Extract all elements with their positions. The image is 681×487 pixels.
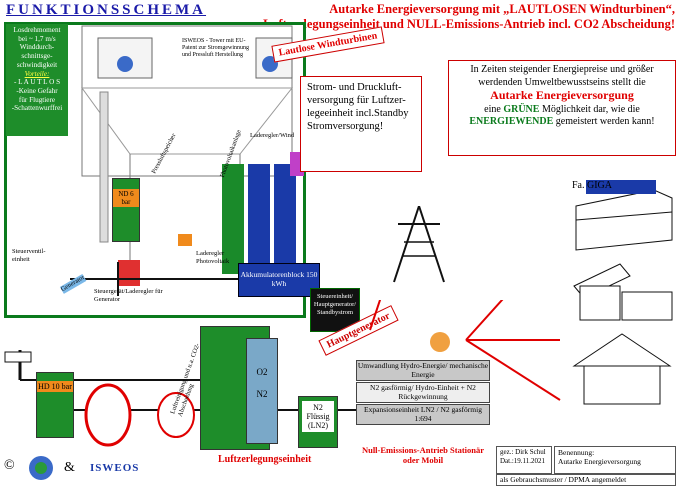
torque-line-2: bei ~ 1,7 m/s <box>18 34 56 43</box>
copyright-symbol: © <box>4 458 15 473</box>
author-box: gez.: Dirk Schul Dat.:19.11.2021 <box>496 446 552 474</box>
headline: Autarke Energieversorgung mit „LAUTLOSEN… <box>263 2 675 31</box>
torque-line-4: schnittsge- <box>21 52 53 61</box>
laderegler-pv-label: Laderegler Photovoltaik <box>196 250 230 265</box>
house-icon <box>572 333 672 405</box>
info-line-2b: Möglichkeit dar, wie die <box>539 103 640 115</box>
designation-value: Autarke Energieversorgung <box>558 457 641 466</box>
steuergeraet-label: Steuergerät/Laderegler für Generator <box>94 288 163 303</box>
null-emission-label: Null-Emissions-Antrieb Stationär oder Mo… <box>361 445 485 465</box>
hd-tank: HD 10 bar <box>36 372 74 438</box>
carport-house-icon <box>573 263 673 321</box>
info-line-3: gemeistert werden kann! <box>553 116 655 127</box>
factory-label: Fa. GIGA <box>572 180 612 191</box>
info-energiewende: ENERGIEWENDE <box>469 116 554 127</box>
logo-icon <box>29 456 53 480</box>
power-pylon-icon <box>393 206 445 283</box>
turbine-benefits-panel: Losdrehmoment bei ~ 1,7 m/s Winddurch- s… <box>6 24 68 136</box>
tower-tagline: ISWEOS - Tower mit EU-Patent zur Stromge… <box>182 38 249 58</box>
supply-callout: Strom- und Druckluft-versorgung für Luft… <box>300 76 422 172</box>
torque-line-5: schwindigkeit <box>16 60 58 69</box>
hd-label: HD 10 bar <box>37 381 73 392</box>
stack-expansion: Expansionseinheit LN2 / N2 gasförmig 1:6… <box>356 404 490 425</box>
stack-n2-recovery: N2 gasförmig/ Hydro-Einheit + N2 Rückgew… <box>356 382 490 403</box>
info-highlight: Autarke Energieversorgung <box>490 88 634 102</box>
benefits-heading: Vorteile: <box>24 69 50 78</box>
info-line-2a: eine <box>484 103 504 115</box>
designation-heading: Benennung: <box>558 448 595 457</box>
torque-line-3: Winddurch- <box>19 43 55 52</box>
o2-label: O2 <box>256 367 268 377</box>
n2-liquid-label: N2 Flüssig (LN2) <box>302 401 334 432</box>
info-gruene: GRÜNE <box>503 103 540 115</box>
designation-box: Benennung: Autarke Energieversorgung <box>554 446 676 474</box>
conversion-stack: Umwandlung Hydro-Energie/ mechanische En… <box>356 360 490 426</box>
benefit-1: - L A U T L O S <box>13 78 61 87</box>
author-date: Dat.:19.11.2021 <box>500 457 546 465</box>
n2-liquid-tank: N2 Flüssig (LN2) <box>298 396 338 448</box>
nd-label: ND 6 bar <box>113 189 139 207</box>
steuerventil-label: Steuerventil-einheit <box>12 248 46 263</box>
page-title: FUNKTIONSSCHEMA <box>6 2 207 18</box>
ampersand: & <box>64 460 75 475</box>
isweos-logo: ISWEOS <box>90 462 140 474</box>
stack-hydro: Umwandlung Hydro-Energie/ mechanische En… <box>356 360 490 381</box>
benefit-2: -Keine Gefahr <box>16 86 58 95</box>
luftzerlegung-label: Luftzerlegungseinheit <box>218 454 312 465</box>
factory-icon <box>575 180 673 251</box>
benefit-4: -Schattenwurffrei <box>11 104 63 113</box>
info-line-1: In Zeiten steigender Energiepreise und g… <box>470 64 654 88</box>
n2-label: N2 <box>256 389 268 399</box>
laderegler-wind-label: Laderegler/Wind <box>250 132 295 139</box>
pipeline-drawing <box>4 300 561 447</box>
o2-n2-column: O2 N2 <box>246 338 278 444</box>
patent-note: als Gebrauchsmuster / DPMA angemeldet <box>496 474 676 486</box>
nd-tank: ND 6 bar <box>112 178 140 242</box>
battery-block: Akkumulatorenblock 150 kWh <box>238 263 320 297</box>
benefit-3: für Flugtiere <box>18 95 56 104</box>
author-name: gez.: Dirk Schul <box>500 448 546 456</box>
energy-info-box: In Zeiten steigender Energiepreise und g… <box>448 60 676 156</box>
torque-line-1: Losdrehmoment <box>13 26 61 34</box>
